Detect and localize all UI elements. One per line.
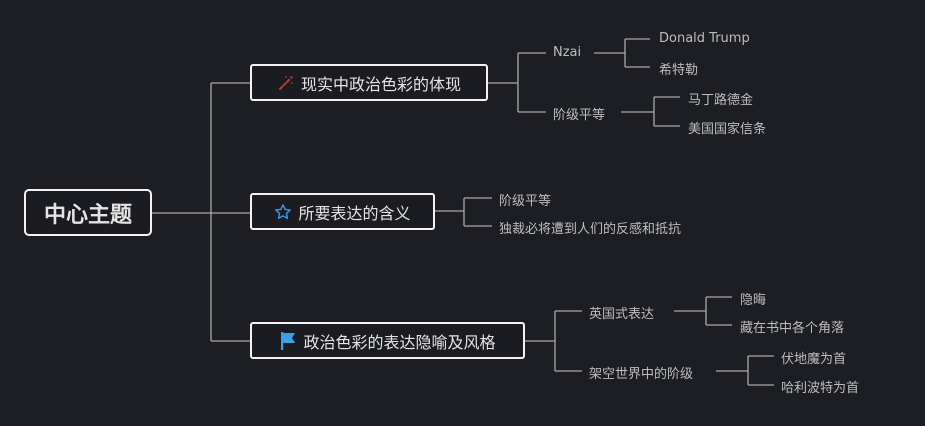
- subtopic-british-expression[interactable]: 英国式表达: [589, 307, 655, 322]
- leaf-dictatorship-resisted[interactable]: 独裁必将遭到人们的反感和抵抗: [499, 222, 682, 237]
- leaf-donald-trump[interactable]: Donald Trump: [659, 31, 750, 46]
- leaf-harry-potter-led[interactable]: 哈利波特为首: [781, 381, 860, 396]
- branch-intended-meaning[interactable]: 所要表达的含义: [250, 193, 435, 230]
- leaf-american-creed[interactable]: 美国国家信条: [688, 122, 767, 137]
- leaf-obscure[interactable]: 隐晦: [740, 293, 767, 308]
- leaf-voldemort-led[interactable]: 伏地魔为首: [781, 352, 847, 367]
- subtopic-class-equality[interactable]: 阶级平等: [553, 108, 606, 123]
- leaf-mlk[interactable]: 马丁路德金: [688, 93, 754, 108]
- branch-label: 政治色彩的表达隐喻及风格: [303, 332, 496, 352]
- leaf-hitler[interactable]: 希特勒: [659, 63, 699, 78]
- branch-label: 所要表达的含义: [298, 203, 411, 223]
- subtopic-fictional-class[interactable]: 架空世界中的阶级: [589, 367, 694, 382]
- flag-icon: [279, 331, 297, 351]
- branch-metaphor-style[interactable]: 政治色彩的表达隐喻及风格: [250, 322, 525, 359]
- leaf-class-equality[interactable]: 阶级平等: [499, 194, 552, 209]
- subtopic-nzai[interactable]: Nzai: [553, 45, 582, 60]
- branch-label: 现实中政治色彩的体现: [300, 74, 461, 94]
- magic-wand-icon: [277, 74, 295, 92]
- leaf-hidden-in-book[interactable]: 藏在书中各个角落: [740, 321, 845, 336]
- star-outline-icon: [274, 203, 292, 221]
- root-topic[interactable]: 中心主题: [24, 189, 152, 236]
- root-topic-label: 中心主题: [43, 202, 132, 228]
- branch-political-reality[interactable]: 现实中政治色彩的体现: [250, 64, 488, 101]
